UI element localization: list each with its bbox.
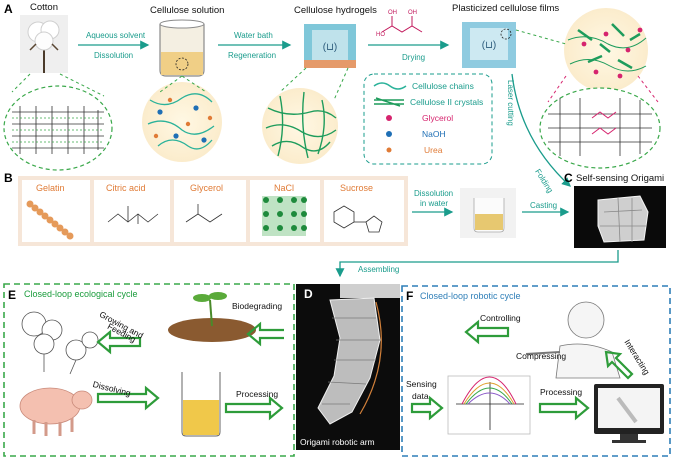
gelatin-helix	[26, 200, 74, 240]
compressing-label: Compressing	[516, 351, 567, 361]
ingredients-panel	[18, 176, 408, 246]
monitor	[594, 384, 664, 443]
ingredient-glycerol: Glycerol	[190, 183, 224, 193]
legend-chains: Cellulose chains	[412, 81, 474, 91]
cotton-plant-drawing	[21, 311, 99, 375]
citric-acid-structure	[107, 206, 159, 224]
origami-photo	[574, 186, 666, 248]
crystals-swatch	[374, 97, 404, 107]
sucrose-structure	[333, 205, 383, 233]
cellulose-solution-beaker	[159, 19, 205, 77]
panel-e-frame	[3, 283, 295, 457]
pig-drawing	[19, 387, 93, 436]
cotton-image	[20, 15, 68, 73]
drying-label: Drying	[402, 53, 426, 62]
robotic-arm-photo	[296, 284, 400, 450]
laser-cutting-label: Laser cutting	[506, 80, 515, 126]
svg-text:(⊔): (⊔)	[323, 42, 337, 53]
nacl-lattice	[262, 196, 307, 236]
cellulose-solution-label: Cellulose solution	[150, 5, 225, 16]
chains-swatch	[373, 82, 407, 90]
processing-label-e: Processing	[236, 389, 279, 399]
sensing-data-label-1: Sensing	[406, 379, 437, 389]
biodegrading-label: Biodegrading	[232, 301, 283, 311]
ingredient-nacl: NaCl	[274, 183, 295, 193]
dissolution-in-water-line1: Dissolution	[414, 189, 454, 198]
glycerol-structure	[185, 204, 223, 223]
solution-zoom	[142, 75, 222, 162]
hydrogel-zoom	[262, 67, 349, 164]
cotton-label: Cotton	[30, 2, 58, 13]
legend-naoh: NaOH	[422, 129, 446, 139]
panel-f-frame	[401, 285, 671, 457]
glycerol-swatch	[386, 115, 392, 121]
svg-text:(⊔): (⊔)	[482, 40, 496, 51]
panel-label-b: B	[4, 171, 13, 185]
assembling-arrow	[335, 250, 619, 278]
dissolution-in-water-line2: in water	[420, 199, 449, 208]
cellulose-hydrogels-label: Cellulose hydrogels	[294, 5, 377, 16]
water-bath-label: Water bath	[234, 31, 273, 40]
row-a-arrows	[78, 40, 571, 187]
robotic-arm-caption: Origami robotic arm	[300, 437, 375, 447]
plasticized-films-label: Plasticized cellulose films	[452, 3, 560, 14]
panel-label-e: E	[8, 288, 17, 302]
cotton-chain-zoom	[3, 73, 113, 171]
processing-label-f: Processing	[540, 387, 583, 397]
assembling-label: Assembling	[358, 265, 400, 274]
ingredient-sucrose: Sucrose	[340, 183, 374, 193]
dissolution-label: Dissolution	[94, 51, 134, 60]
ingredient-citric-acid: Citric acid	[106, 183, 146, 193]
panel-label-f: F	[406, 289, 414, 303]
ingredient-gelatin: Gelatin	[36, 183, 65, 193]
panel-e-arrows	[96, 321, 284, 421]
naoh-swatch	[386, 131, 392, 137]
svg-text:OH: OH	[408, 10, 417, 16]
urea-swatch	[386, 147, 392, 153]
sensing-data-label-2: data	[412, 391, 429, 401]
panel-label-c: C	[564, 171, 573, 185]
panel-label-d: D	[304, 287, 313, 301]
panel-f-title: Closed-loop robotic cycle	[420, 291, 521, 301]
casting-label: Casting	[530, 201, 558, 210]
film-zoom	[515, 8, 648, 92]
hydrogel-image: (⊔)	[304, 24, 356, 68]
aqueous-solvent-label: Aqueous solvent	[86, 31, 146, 40]
film-chain-zoom	[539, 75, 661, 169]
panel-e-title: Closed-loop ecological cycle	[24, 289, 138, 299]
dissolving-beaker	[181, 372, 221, 437]
panel-f-arrows	[410, 319, 634, 421]
legend-glycerol: Glycerol	[422, 113, 454, 123]
self-sensing-origami-title: Self-sensing Origami	[576, 173, 665, 184]
legend-box	[363, 73, 493, 165]
glycerol-molecule: HO OH OH	[376, 10, 423, 38]
casting-beaker	[460, 188, 516, 238]
legend-urea: Urea	[424, 145, 443, 155]
panel-label-a: A	[4, 2, 13, 16]
film-image: (⊔)	[462, 22, 516, 68]
sensing-plot	[447, 375, 531, 435]
legend-crystals: Cellulose II crystals	[410, 97, 484, 107]
svg-text:OH: OH	[388, 10, 397, 16]
regeneration-label: Regeneration	[228, 51, 277, 60]
svg-text:HO: HO	[376, 32, 385, 38]
sprout-soil-drawing	[168, 292, 256, 342]
controlling-label: Controlling	[480, 313, 521, 323]
person-sketch	[525, 301, 621, 379]
